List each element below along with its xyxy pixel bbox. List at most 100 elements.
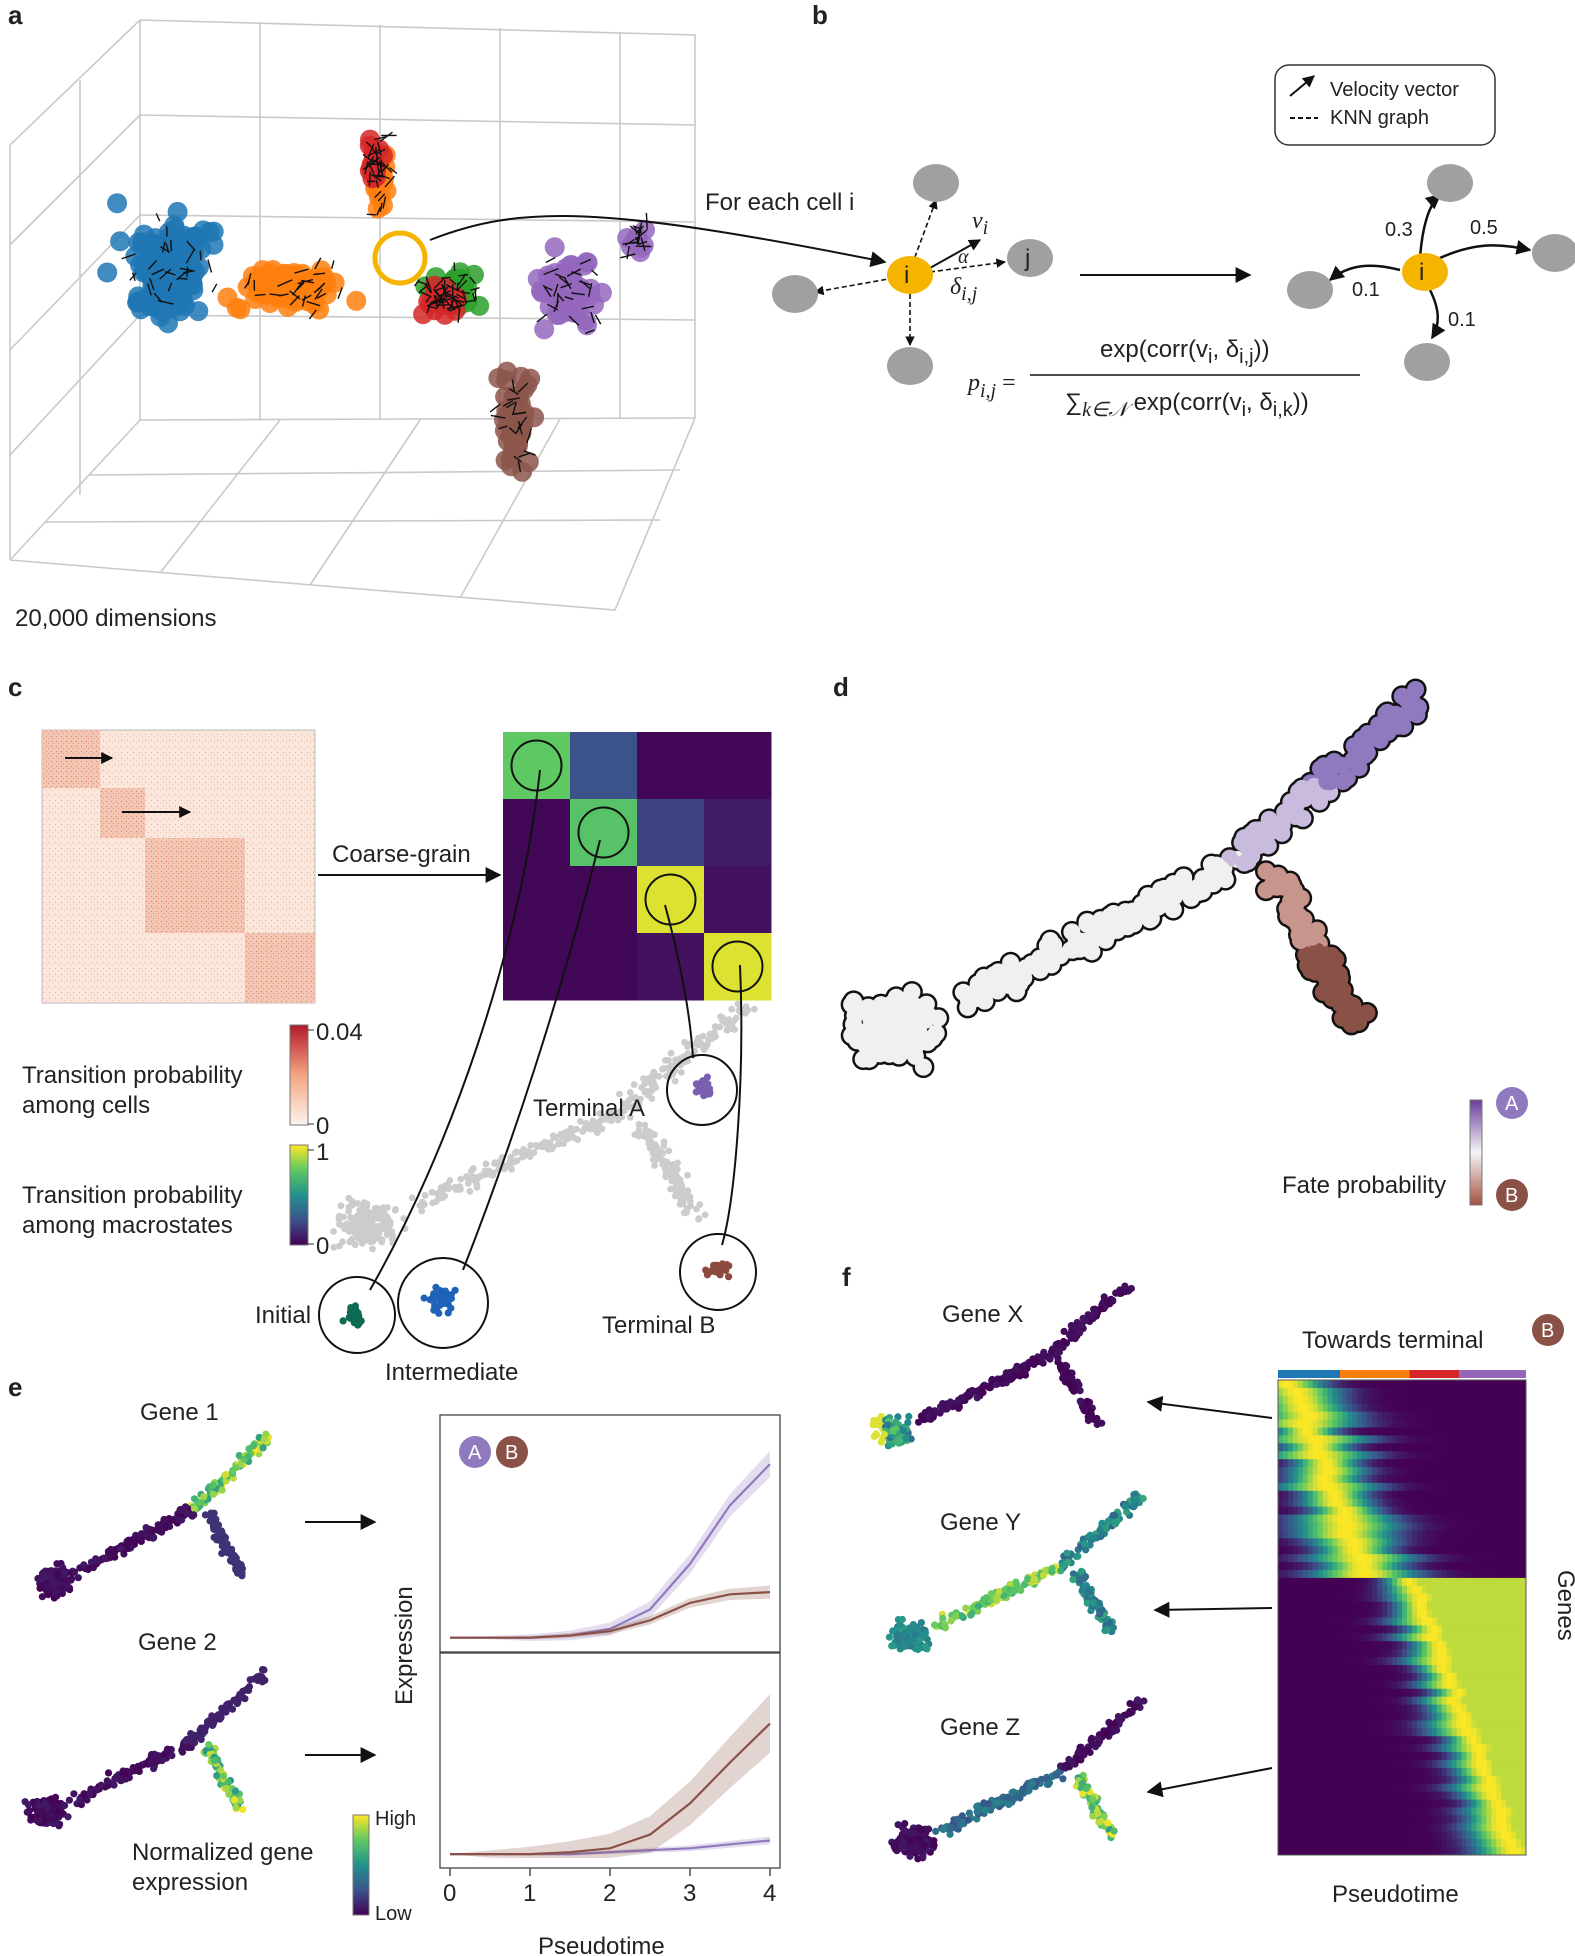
heatmap-cell	[1481, 1395, 1487, 1405]
velocity-arrow	[301, 295, 306, 307]
cell-point	[1104, 915, 1122, 933]
heatmap-cell	[1511, 1411, 1517, 1420]
heatmap-cell	[1357, 1411, 1363, 1420]
heatmap-cell	[1317, 1387, 1324, 1397]
cell-point	[1077, 1567, 1085, 1575]
velocity-arrow	[626, 245, 630, 260]
cell-point	[909, 1835, 917, 1844]
heatmap-cell	[1516, 1427, 1522, 1436]
heatmap-cell	[1332, 1435, 1338, 1444]
velocity-arrow	[474, 289, 477, 301]
velocity-arrow	[450, 299, 454, 310]
heatmap-cell	[1456, 1427, 1462, 1436]
velocity-arrow	[418, 281, 430, 286]
velocity-arrow	[418, 285, 427, 294]
macrostate-cell	[431, 1302, 439, 1310]
cell-point	[209, 1490, 217, 1498]
velocity-arrow	[367, 143, 375, 159]
heatmap-cell	[1322, 1411, 1328, 1420]
heatmap-cell	[1416, 1403, 1423, 1413]
cell-point	[706, 1030, 714, 1038]
cell-point	[649, 1078, 657, 1086]
heatmap-cell	[1337, 1427, 1343, 1436]
heatmap-cell	[1476, 1380, 1482, 1389]
heatmap-cell	[1287, 1427, 1294, 1436]
cell-point	[1055, 1348, 1063, 1356]
velocity-arrow	[314, 257, 322, 270]
cb1-max: 0.04	[316, 1019, 363, 1046]
cell-point	[384, 1230, 391, 1238]
cell-point	[637, 1095, 644, 1103]
heatmap-cell	[1431, 1411, 1438, 1420]
cell-point	[1094, 1809, 1102, 1818]
velocity-arrow	[505, 401, 517, 409]
velocity-arrow	[502, 399, 514, 407]
cell-point	[1067, 1322, 1075, 1330]
cell-point	[183, 1735, 191, 1743]
cell-point	[1091, 1416, 1099, 1424]
cell-point	[898, 1615, 906, 1624]
heatmap-cell	[1282, 1380, 1289, 1389]
cell-point	[869, 1421, 877, 1429]
cell-point	[880, 1430, 889, 1439]
cell-point	[375, 1223, 383, 1230]
heatmap-cell	[1287, 1411, 1294, 1420]
heatmap-cell	[1476, 1403, 1482, 1413]
neighbor-node	[913, 164, 959, 202]
cell-point	[1060, 1561, 1068, 1569]
cell-point	[952, 1612, 960, 1620]
velocity-arrow	[553, 283, 559, 297]
heatmap-cell	[1292, 1435, 1299, 1444]
cell-point	[1112, 1519, 1120, 1527]
coarse-grain-label: Coarse-grain	[332, 841, 471, 868]
cell-point	[507, 1156, 515, 1163]
cell-point	[1028, 1779, 1037, 1787]
cell-point	[656, 1153, 663, 1161]
heatmap-cell	[1426, 1411, 1433, 1420]
cell-point	[354, 1214, 362, 1221]
pseudotime-bar	[1278, 1370, 1340, 1378]
velocity-arrow	[517, 416, 528, 429]
legend-velocity: Velocity vector	[1330, 79, 1459, 101]
cell-point	[741, 1009, 749, 1017]
macrostate-cell	[703, 1073, 712, 1081]
cell-point	[153, 1526, 161, 1534]
velocity-arrow	[368, 148, 381, 157]
heatmap-cell	[1342, 1435, 1348, 1444]
cell-point	[692, 1040, 700, 1048]
cell-point	[625, 1096, 633, 1104]
heatmap-cell	[1392, 1403, 1398, 1413]
cell-point	[1003, 1794, 1012, 1802]
velocity-arrow	[161, 241, 166, 253]
heatmap-cell	[1441, 1403, 1448, 1413]
badge-a-text: A	[1505, 1093, 1519, 1115]
cell-point	[160, 1515, 168, 1524]
velocity-arrow	[278, 293, 289, 297]
heatmap-cell	[1411, 1403, 1418, 1413]
cell-point	[337, 1202, 345, 1210]
heatmap-cell	[1456, 1387, 1462, 1397]
cell-point	[973, 1394, 981, 1402]
cell-point	[751, 1005, 758, 1013]
heatmap-cell	[1372, 1411, 1378, 1420]
cell-point	[457, 1175, 465, 1183]
velocity-arrow	[199, 250, 202, 261]
velocity-arrow	[147, 283, 152, 296]
cell-point	[1107, 1720, 1115, 1728]
cell-point	[617, 228, 638, 248]
velocity-arrow	[543, 267, 559, 276]
heatmap-cell	[1387, 1395, 1393, 1405]
heatmap-cell	[1372, 1403, 1378, 1413]
heatmap-cell	[1441, 1387, 1448, 1397]
macrostate-cell	[435, 1309, 443, 1317]
cell-point	[1303, 928, 1321, 946]
cell-point	[345, 1194, 353, 1202]
cell-point	[154, 1752, 162, 1760]
macrostate-cell	[451, 1286, 459, 1294]
cell-point	[487, 1170, 495, 1177]
heatmap-cell	[1491, 1395, 1497, 1405]
cell-point	[1060, 1763, 1068, 1771]
cell-point	[631, 1131, 639, 1138]
cell-point	[168, 1752, 176, 1760]
cell-point	[367, 1223, 375, 1231]
